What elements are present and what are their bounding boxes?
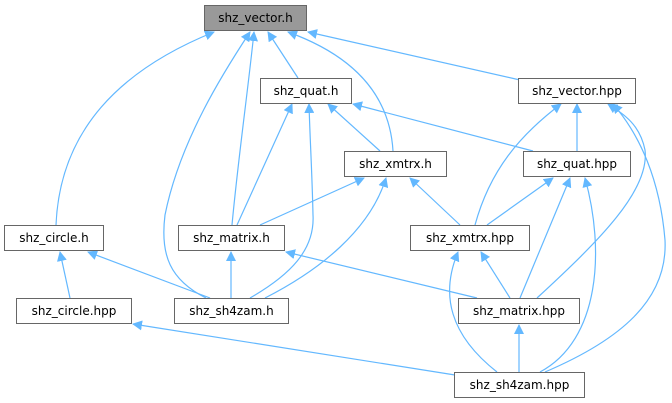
edge-matrix-hpp-to-quat-hpp: [519, 177, 572, 299]
edge-circle-h-to-vector-h: [55, 30, 215, 226]
edge-sh4zam-hpp-to-vector-hpp: [544, 103, 666, 373]
node-shz-sh4zam-h[interactable]: shz_sh4zam.h: [174, 298, 289, 324]
edge-quat-h-to-vector-h: [267, 31, 299, 79]
edge-circle-hpp-to-circle-h: [57, 251, 71, 299]
node-shz-quat-h[interactable]: shz_quat.h: [260, 78, 352, 104]
edge-sh4zam-hpp-to-xmtrx-hpp: [449, 251, 498, 373]
node-shz-xmtrx-h[interactable]: shz_xmtrx.h: [344, 151, 447, 177]
node-shz-circle-hpp[interactable]: shz_circle.hpp: [16, 298, 132, 324]
edge-sh4zam-hpp-to-quat-hpp: [539, 177, 597, 373]
edge-xmtrx-h-to-quat-h: [327, 103, 381, 152]
edge-matrix-hpp-to-xmtrx-hpp: [480, 251, 511, 299]
node-shz-vector-h: shz_vector.h: [204, 5, 307, 31]
node-shz-xmtrx-hpp[interactable]: shz_xmtrx.hpp: [410, 225, 530, 251]
edge-quat-hpp-to-quat-h: [352, 101, 534, 152]
edge-sh4zam-h-to-xmtrx-h: [264, 177, 389, 299]
edge-matrix-h-to-xmtrx-h: [259, 177, 365, 226]
edge-matrix-hpp-to-vector-hpp: [536, 103, 646, 299]
edge-matrix-hpp-to-matrix-h: [285, 249, 478, 299]
node-shz-matrix-hpp[interactable]: shz_matrix.hpp: [458, 298, 580, 324]
edge-xmtrx-h-to-vector-h: [287, 30, 394, 152]
node-shz-matrix-h[interactable]: shz_matrix.h: [178, 225, 285, 251]
node-shz-quat-hpp[interactable]: shz_quat.hpp: [523, 151, 631, 177]
edge-matrix-h-to-vector-h: [231, 31, 259, 226]
node-shz-sh4zam-hpp[interactable]: shz_sh4zam.hpp: [454, 372, 585, 398]
edge-matrix-h-to-quat-h: [236, 103, 293, 226]
edge-vector-hpp-to-vector-h: [307, 29, 521, 81]
edge-xmtrx-hpp-to-quat-hpp: [486, 177, 554, 226]
edge-sh4zam-hpp-to-circle-hpp: [132, 320, 456, 376]
edge-xmtrx-hpp-to-vector-hpp: [474, 103, 562, 226]
edge-sh4zam-h-to-circle-h: [87, 250, 211, 299]
node-shz-circle-h[interactable]: shz_circle.h: [4, 225, 104, 251]
edge-sh4zam-h-to-vector-h: [163, 31, 251, 299]
edge-sh4zam-h-to-quat-h: [249, 103, 315, 299]
node-shz-vector-hpp[interactable]: shz_vector.hpp: [518, 78, 636, 104]
edge-xmtrx-hpp-to-xmtrx-h: [409, 177, 461, 226]
